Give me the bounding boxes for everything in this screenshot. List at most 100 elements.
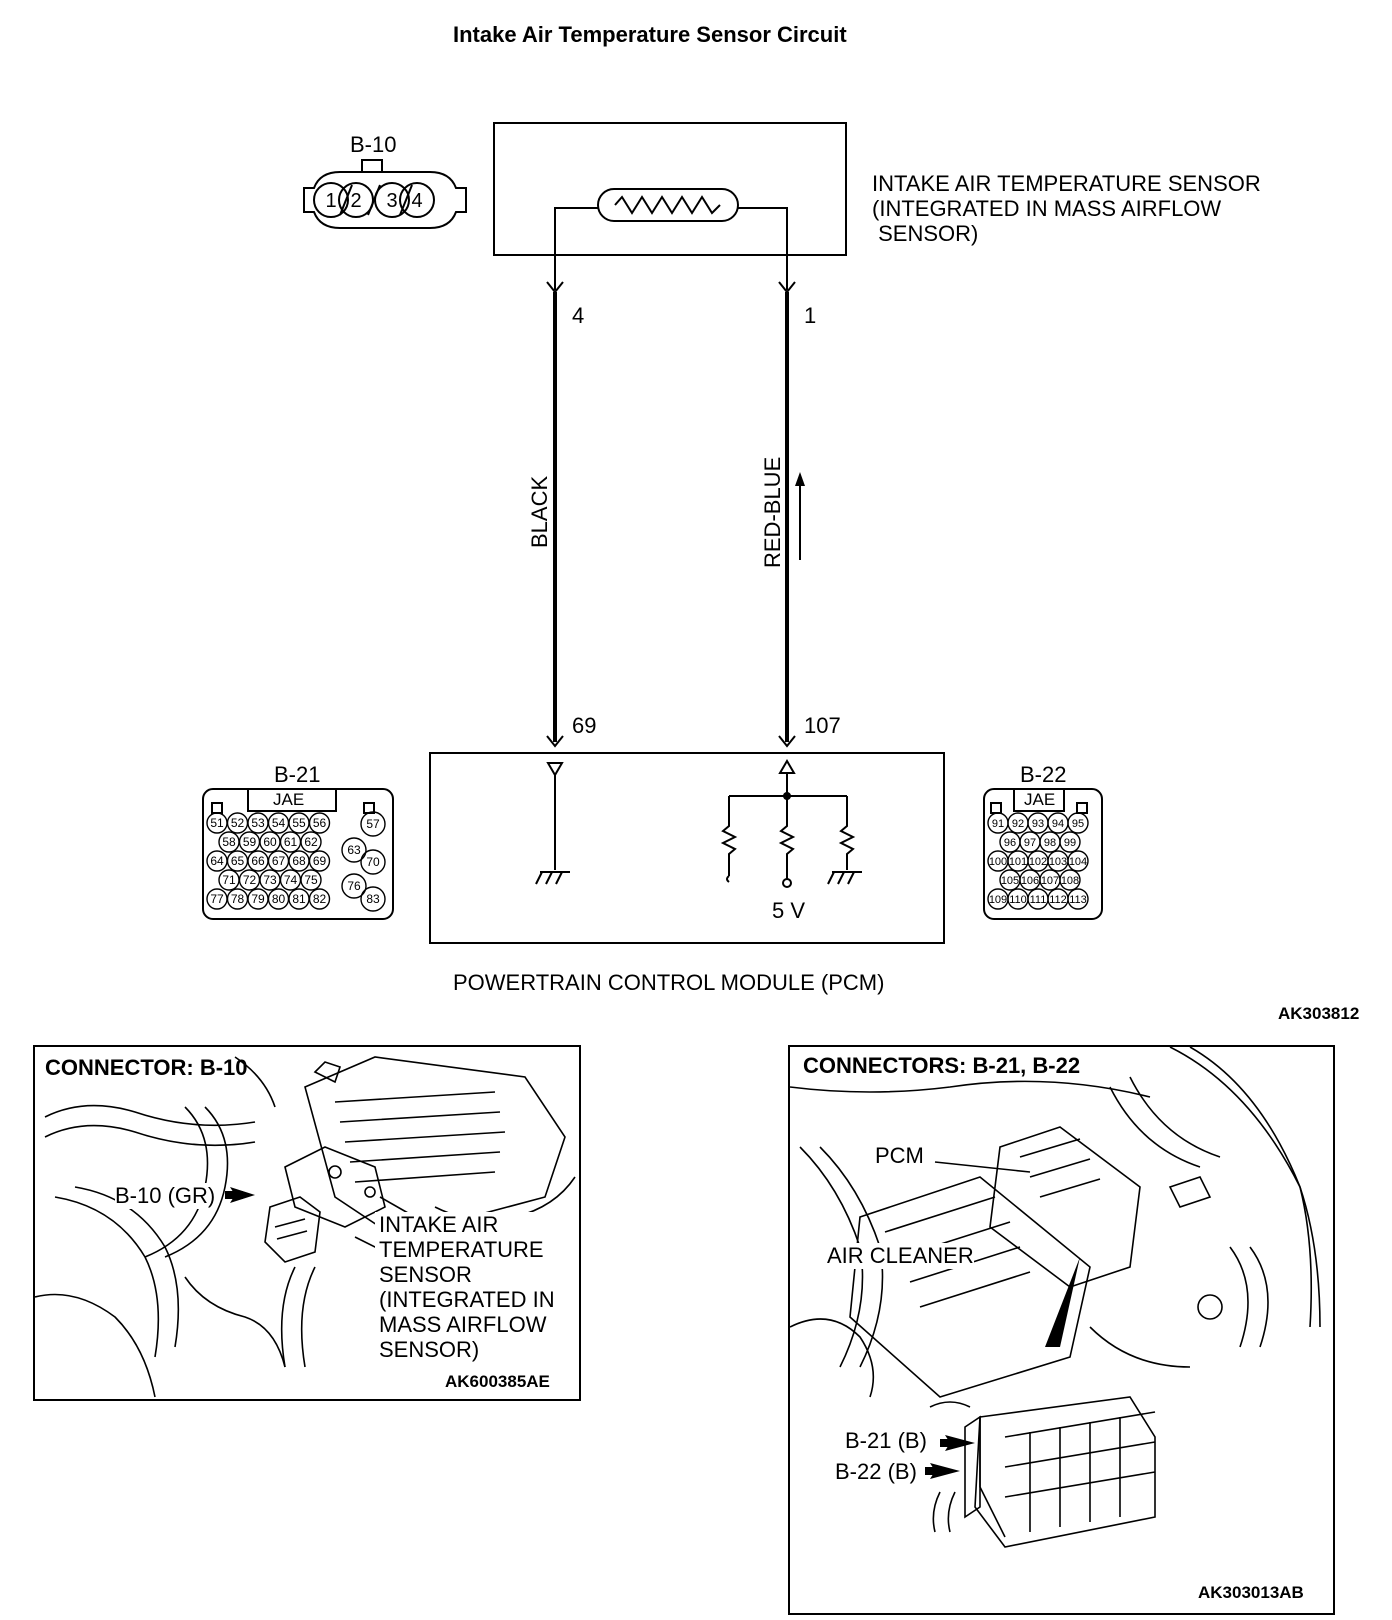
- sensor-box: [493, 122, 847, 256]
- sensor-name: INTAKE AIR TEMPERATURE SENSOR (INTEGRATE…: [872, 171, 1261, 246]
- b22-pin-91: 91: [992, 818, 1004, 830]
- wire-red-blue-label: RED-BLUE: [760, 456, 785, 568]
- b21-pin-69-circle: [308, 850, 331, 872]
- panel-left-code: AK600385AE: [445, 1372, 550, 1391]
- b22-pin-113: 113: [1069, 894, 1087, 906]
- b22-pin-106: 106: [1021, 875, 1039, 887]
- b21-pin-81: 81: [292, 892, 306, 906]
- b22-pin-97: 97: [1024, 837, 1036, 849]
- b21-pin-56-circle: [308, 812, 331, 834]
- b22-pin-104: 104: [1069, 856, 1087, 868]
- pcm-box: [429, 752, 945, 944]
- panel-right-callout-b21: B-21 (B): [845, 1428, 927, 1453]
- b21-pin-74: 74: [284, 873, 298, 887]
- pcm-voltage: 5 V: [772, 898, 806, 923]
- b22-pin-93: 93: [1032, 818, 1044, 830]
- b21-pin-78: 78: [231, 892, 245, 906]
- panel-right-callout-b22: B-22 (B): [835, 1459, 917, 1484]
- connector-b21-maker: JAE: [273, 790, 305, 809]
- b21-pin-83-circle: [360, 886, 386, 912]
- b21-pin-71: 71: [222, 873, 236, 887]
- b21-pin-82: 82: [313, 892, 327, 906]
- panel-right-code: AK303013AB: [1198, 1583, 1304, 1602]
- b21-pin-61: 61: [284, 835, 298, 849]
- b21-pin-83: 83: [366, 892, 380, 906]
- b22-pin-107: 107: [1041, 875, 1059, 887]
- panel-right-air-cleaner-label: AIR CLEANER: [827, 1243, 974, 1269]
- b22-pin-96: 96: [1004, 837, 1016, 849]
- b22-pin-102: 102: [1029, 856, 1047, 868]
- b22-pin-110: 110: [1009, 894, 1027, 906]
- panel-left-description: INTAKE AIR TEMPERATURE SENSOR (INTEGRATE…: [375, 1212, 555, 1362]
- connector-b22-face: [983, 788, 1103, 920]
- connector-b21-label: B-21: [274, 762, 321, 787]
- b22-pin-108: 108: [1061, 875, 1079, 887]
- b21-pin-58: 58: [222, 835, 236, 849]
- b10-pin-3: 3: [386, 190, 397, 212]
- b21-pin-76: 76: [347, 879, 361, 893]
- sensor-pin-right: 1: [804, 303, 817, 328]
- b22-pin-94: 94: [1052, 818, 1064, 830]
- diagram-code: AK303812: [1278, 1004, 1360, 1023]
- panel-connectors-b21-b22: CONNECTORS: B-21, B-22 PCM AIR CLEANER B…: [788, 1045, 1335, 1615]
- wire-black-label: BLACK: [527, 475, 552, 548]
- panel-left-title: CONNECTOR: B-10: [45, 1055, 248, 1080]
- b21-pin-54: 54: [272, 816, 286, 830]
- b21-pin-68: 68: [292, 854, 306, 868]
- b22-pin-99-circle: [1059, 831, 1081, 853]
- b21-pin-55: 55: [292, 816, 306, 830]
- b21-pin-67: 67: [272, 854, 286, 868]
- b21-pin-51: 51: [210, 816, 224, 830]
- b21-pin-75: 75: [304, 873, 318, 887]
- b21-pin-56: 56: [313, 816, 327, 830]
- b21-pin-82-circle: [308, 888, 331, 910]
- connector-b22-label: B-22: [1020, 762, 1067, 787]
- b22-pin-103: 103: [1049, 856, 1067, 868]
- engine-bay-illustration-right: [790, 1047, 1321, 1548]
- b21-pin-70: 70: [366, 855, 380, 869]
- b22-pin-100: 100: [989, 856, 1007, 868]
- pcm-pin-left: 69: [572, 713, 597, 738]
- b22-pin-104-circle: [1067, 850, 1089, 872]
- b21-pin-70-circle: [360, 849, 386, 875]
- b10-pin-1: 1: [325, 190, 336, 212]
- b21-pin-57: 57: [366, 817, 380, 831]
- b10-pin-2: 2: [350, 190, 361, 212]
- b21-pin-63-circle: [341, 837, 367, 863]
- b21-pin-62: 62: [304, 835, 318, 849]
- b22-pin-113-circle: [1067, 888, 1089, 910]
- b22-pin-95-circle: [1067, 812, 1089, 834]
- b21-pin-52: 52: [231, 816, 245, 830]
- panel-left-callout: B-10 (GR): [115, 1183, 216, 1209]
- b21-pin-59: 59: [243, 835, 257, 849]
- pcm-pin-right: 107: [804, 713, 841, 738]
- thermistor-resistor: [614, 195, 721, 215]
- b22-pin-101: 101: [1009, 856, 1027, 868]
- b21-pin-64: 64: [210, 854, 224, 868]
- b22-pin-98: 98: [1044, 837, 1056, 849]
- b22-pin-105: 105: [1001, 875, 1019, 887]
- b21-pin-63: 63: [347, 843, 361, 857]
- b22-pin-111: 111: [1030, 894, 1047, 906]
- b22-pin-99: 99: [1064, 837, 1076, 849]
- panel-connector-b10: CONNECTOR: B-10 B-10 (GR) INTAKE AIR TEM…: [33, 1045, 581, 1401]
- b21-pin-72: 72: [243, 873, 257, 887]
- thermistor-body: [597, 188, 739, 222]
- sensor-pin-left: 4: [572, 303, 585, 328]
- b21-pin-69: 69: [313, 854, 327, 868]
- b22-pin-109: 109: [989, 894, 1007, 906]
- b21-pin-62-circle: [300, 831, 322, 853]
- b21-pin-60: 60: [263, 835, 277, 849]
- b22-pin-108-circle: [1059, 869, 1081, 891]
- b22-pin-112: 112: [1049, 894, 1067, 906]
- b21-pin-53: 53: [251, 816, 265, 830]
- b21-pin-79: 79: [251, 892, 265, 906]
- connector-b10-label: B-10: [350, 132, 397, 157]
- panel-right-title: CONNECTORS: B-21, B-22: [803, 1053, 1081, 1078]
- b22-pin-92: 92: [1012, 818, 1024, 830]
- b21-pin-80: 80: [272, 892, 286, 906]
- b21-pin-73: 73: [263, 873, 277, 887]
- b21-pin-57-circle: [360, 811, 386, 837]
- b21-pin-65: 65: [231, 854, 245, 868]
